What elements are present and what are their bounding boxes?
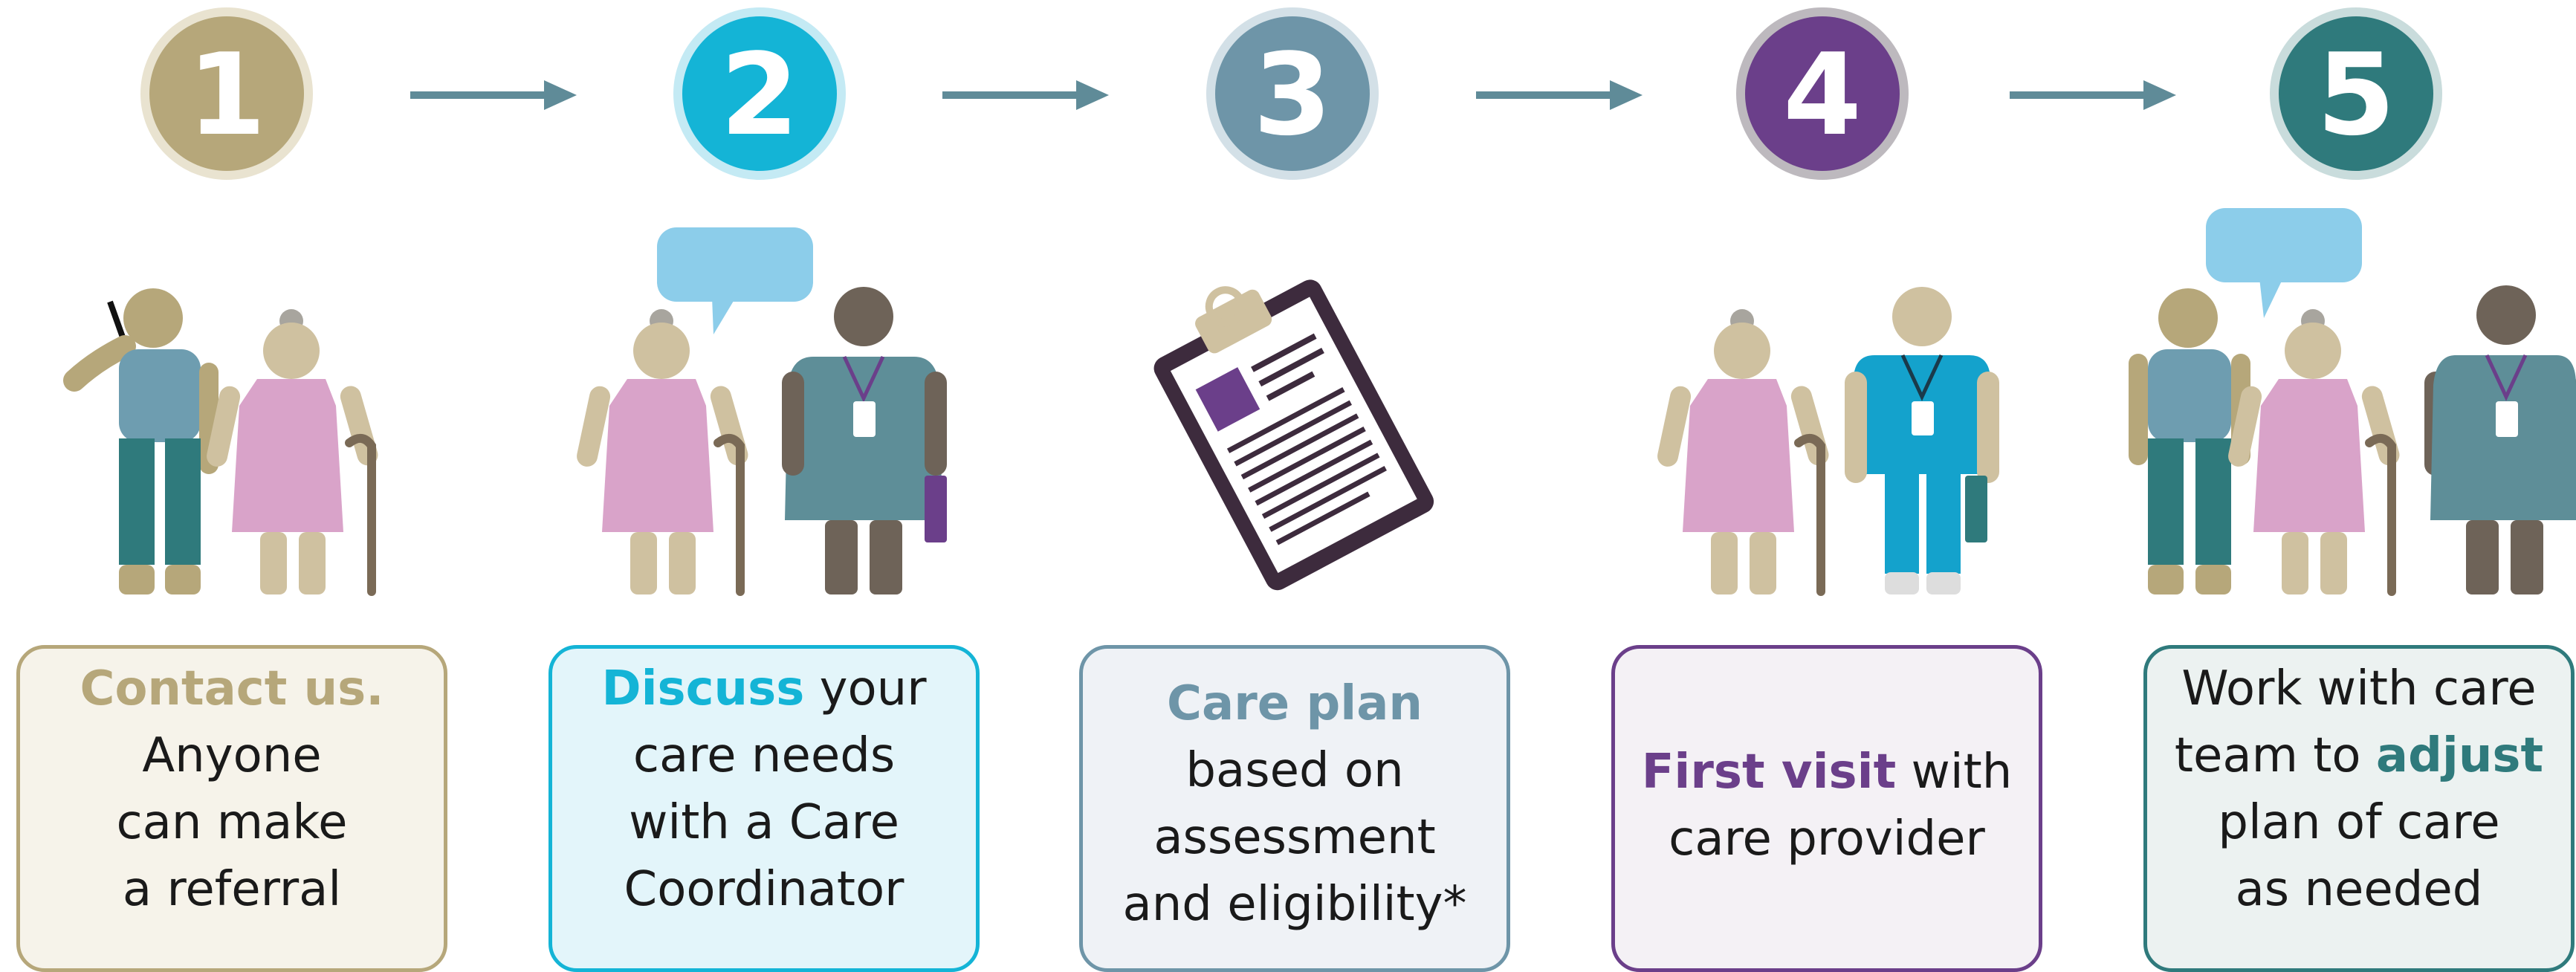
step-2-highlight: Discuss — [601, 661, 805, 716]
step-5-highlight: adjust — [2375, 728, 2544, 783]
step-2-line: Coordinator — [624, 862, 904, 917]
step-5-number: 5 — [2317, 29, 2395, 161]
step-2-number: 2 — [720, 29, 799, 161]
caller-and-elder-icon — [63, 288, 378, 596]
step-2-line: with a Care — [629, 795, 899, 850]
step-2-badge: 2 — [673, 7, 846, 180]
step-3-highlight: Care plan — [1167, 676, 1423, 731]
step-5-line: as needed — [2235, 862, 2483, 917]
step-5-line: Work with care — [2181, 661, 2537, 716]
step-4-highlight: First visit — [1641, 745, 1897, 800]
step-3-card: Care plan based on assessment and eligib… — [1079, 645, 1510, 972]
step-4-line: care provider — [1669, 811, 1985, 866]
step-5-badge: 5 — [2270, 7, 2442, 180]
step-4-line: with — [1896, 745, 2013, 800]
step-3-line: assessment — [1153, 810, 1436, 865]
step-3-line: and eligibility* — [1122, 877, 1467, 932]
step-1-highlight: Contact us. — [80, 661, 384, 716]
step-1-badge: 1 — [140, 7, 313, 180]
step-1-number: 1 — [187, 29, 266, 161]
step-5-card: Work with care team to adjust plan of ca… — [2143, 645, 2575, 972]
step-2-card: Discuss your care needs with a Care Coor… — [548, 645, 980, 972]
arrow-right-icon — [1476, 80, 1643, 110]
step-4-badge: 4 — [1736, 7, 1909, 180]
elder-with-provider-icon — [1657, 287, 1999, 596]
step-1-line: can make — [116, 795, 348, 850]
step-5-line: plan of care — [2218, 795, 2500, 850]
step-1-line: Anyone — [142, 728, 322, 783]
step-1-card: Contact us. Anyone can make a referral — [16, 645, 447, 972]
arrow-right-icon — [942, 80, 1109, 110]
care-team-group-icon — [2129, 208, 2576, 596]
arrow-right-icon — [410, 80, 577, 110]
discussion-with-coordinator-icon — [577, 227, 947, 596]
step-1-line: a referral — [122, 862, 342, 917]
step-3-line: based on — [1185, 743, 1404, 798]
step-3-number: 3 — [1253, 29, 1332, 161]
arrow-right-icon — [2010, 80, 2176, 110]
step-4-card: First visit with care provider — [1611, 645, 2042, 972]
step-4-number: 4 — [1783, 29, 1862, 161]
clipboard-icon — [1153, 279, 1434, 591]
step-5-line: team to — [2174, 728, 2376, 783]
step-2-line: your — [804, 661, 927, 716]
step-3-badge: 3 — [1206, 7, 1379, 180]
step-2-line: care needs — [632, 728, 896, 783]
